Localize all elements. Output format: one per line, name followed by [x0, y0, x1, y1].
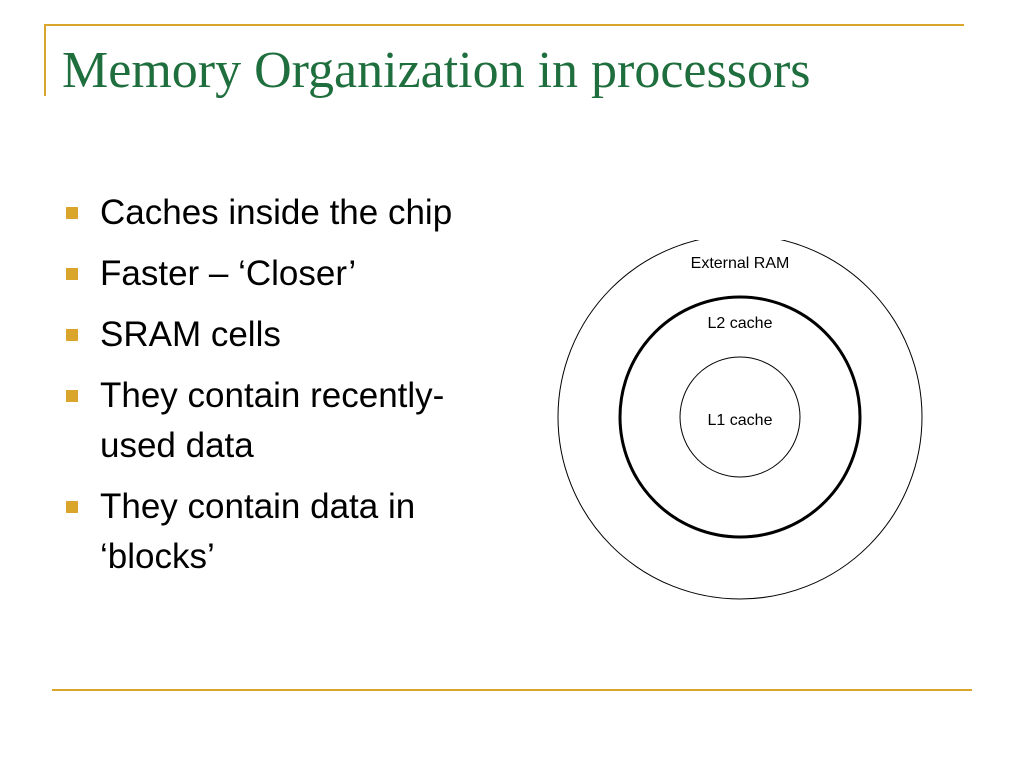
square-bullet-icon	[66, 390, 78, 402]
external-ram-circle	[557, 240, 923, 600]
l1-cache-circle	[679, 356, 801, 478]
external-ram-label: External RAM	[691, 255, 790, 272]
list-item: They contain data in ‘blocks’	[62, 482, 502, 582]
bullet-text: They contain recently-used data	[100, 376, 445, 465]
bullet-text: Faster – ‘Closer’	[100, 254, 357, 293]
top-divider	[44, 24, 964, 26]
bullet-text: SRAM cells	[100, 315, 281, 354]
square-bullet-icon	[66, 207, 78, 219]
square-bullet-icon	[66, 268, 78, 280]
list-item: Caches inside the chip	[62, 188, 502, 238]
list-item: Faster – ‘Closer’	[62, 249, 502, 299]
list-item: They contain recently-used data	[62, 371, 502, 471]
left-divider	[44, 24, 46, 96]
bullet-text: They contain data in ‘blocks’	[100, 487, 416, 576]
square-bullet-icon	[66, 501, 78, 513]
slide-title: Memory Organization in processors	[62, 42, 811, 99]
memory-hierarchy-diagram: External RAM L2 cache L1 cache	[557, 240, 923, 600]
bullet-text: Caches inside the chip	[100, 193, 453, 232]
l1-cache-label: L1 cache	[708, 412, 773, 429]
bullet-list: Caches inside the chip Faster – ‘Closer’…	[62, 188, 502, 593]
l2-cache-circle	[618, 295, 862, 539]
square-bullet-icon	[66, 329, 78, 341]
l2-cache-label: L2 cache	[708, 315, 773, 332]
bottom-divider	[52, 689, 972, 691]
list-item: SRAM cells	[62, 310, 502, 360]
